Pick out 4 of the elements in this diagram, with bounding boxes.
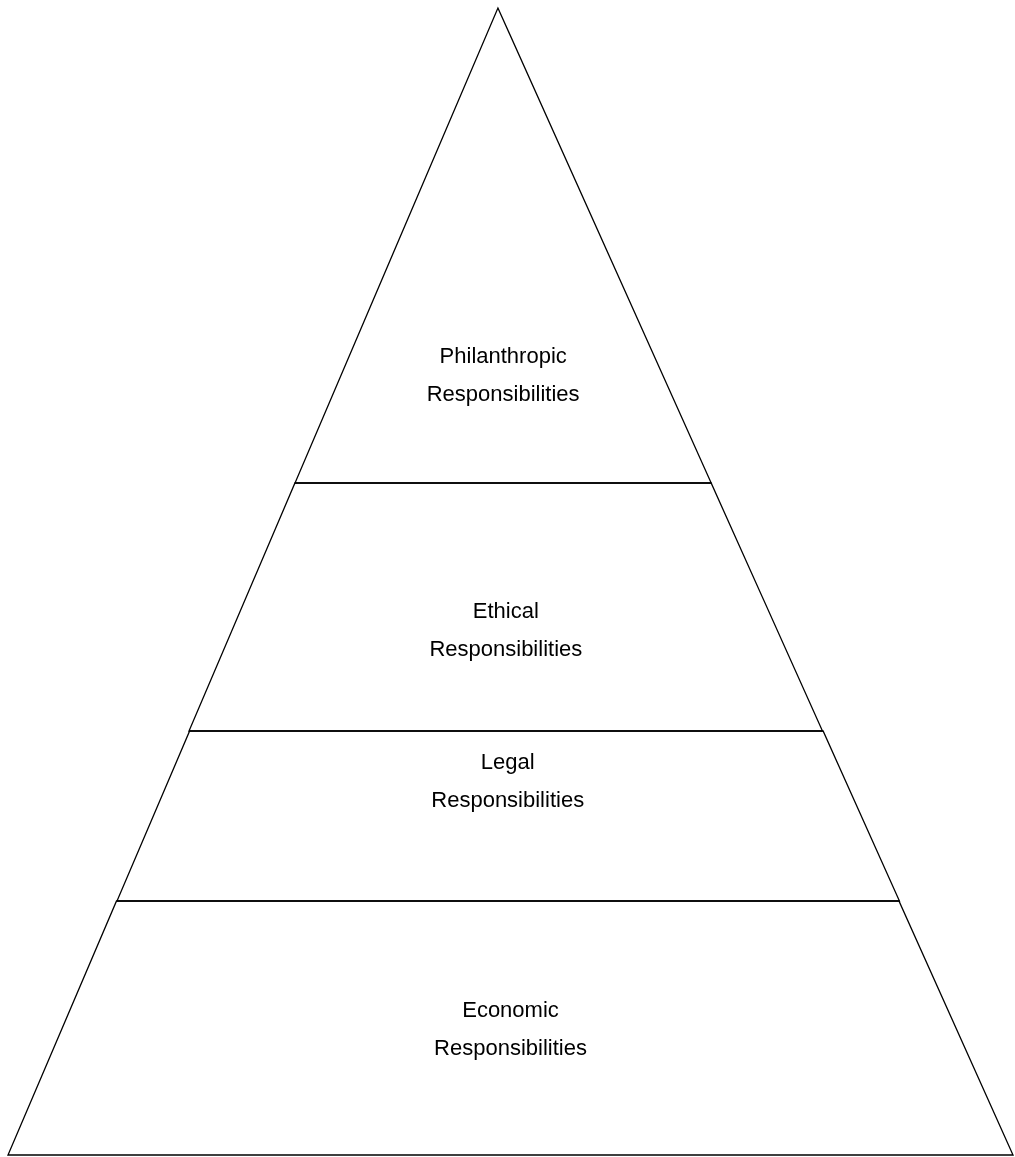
tier-label: Legal Responsibilities xyxy=(430,748,586,814)
tier-label: Ethical Responsibilities xyxy=(428,597,584,663)
tier-label: Philanthropic Responsibilities xyxy=(425,342,581,408)
tier-label: Economic Responsibilities xyxy=(433,996,588,1062)
